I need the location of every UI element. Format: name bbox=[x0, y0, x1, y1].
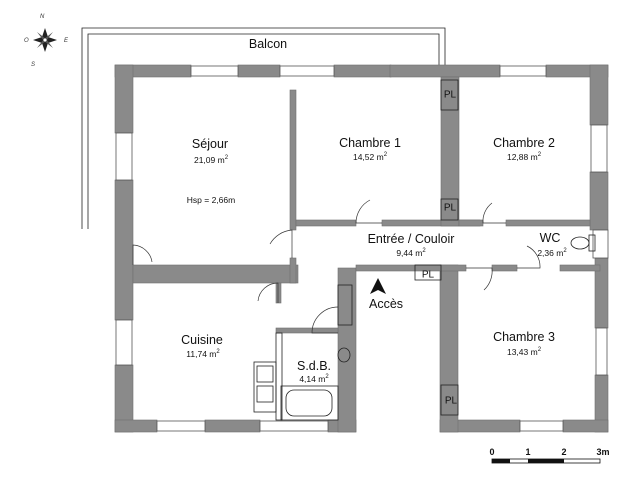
room-area-chambre1: 14,52 m2 bbox=[352, 152, 388, 162]
room-area-sejour: 21,09 m2 bbox=[193, 155, 229, 165]
exterior-walls bbox=[114, 64, 609, 433]
scale-tick-label: 2 bbox=[561, 447, 567, 457]
room-area-wc: 2,36 m2 bbox=[537, 248, 567, 258]
closet-label: PL bbox=[443, 89, 457, 101]
access-label: Accès bbox=[368, 297, 404, 311]
ceiling-height-label: Hsp = 2,66m bbox=[186, 195, 236, 205]
interior-walls bbox=[132, 76, 601, 334]
closet-label: PL bbox=[421, 269, 435, 281]
room-name-wc: WC bbox=[539, 231, 561, 245]
room-area-entree: 9,44 m2 bbox=[396, 248, 426, 258]
room-name-sejour: Séjour bbox=[191, 137, 229, 151]
compass-rose-icon bbox=[33, 28, 57, 52]
room-name-cuisine: Cuisine bbox=[181, 333, 223, 347]
compass-west-label: O bbox=[24, 38, 29, 44]
scale-tick-label: 3m bbox=[596, 447, 610, 457]
room-area-cuisine: 11,74 m2 bbox=[186, 349, 220, 359]
room-name-chambre3: Chambre 3 bbox=[493, 330, 555, 344]
scale-tick-label: 0 bbox=[489, 447, 495, 457]
closet-label: PL bbox=[444, 395, 458, 407]
compass-east-label: E bbox=[64, 38, 69, 44]
compass-south-label: S bbox=[31, 62, 36, 68]
room-area-chambre3: 13,43 m2 bbox=[506, 347, 542, 357]
compass-north-label: N bbox=[40, 14, 45, 20]
fixtures bbox=[253, 79, 596, 421]
scale-bar bbox=[491, 458, 601, 464]
closet-label: PL bbox=[443, 202, 457, 214]
windows bbox=[115, 65, 609, 432]
room-name-chambre1: Chambre 1 bbox=[339, 136, 401, 150]
room-name-sdb: S.d.B. bbox=[296, 359, 332, 373]
scale-tick-label: 1 bbox=[525, 447, 531, 457]
room-name-chambre2: Chambre 2 bbox=[493, 136, 555, 150]
balcony-outline bbox=[81, 27, 446, 229]
access-arrow bbox=[370, 278, 386, 294]
room-area-sdb: 4,14 m2 bbox=[299, 374, 329, 384]
balcony-label: Balcon bbox=[248, 37, 288, 51]
room-area-chambre2: 12,88 m2 bbox=[506, 152, 542, 162]
room-name-entree: Entrée / Couloir bbox=[367, 232, 455, 246]
door-swings bbox=[132, 199, 541, 334]
